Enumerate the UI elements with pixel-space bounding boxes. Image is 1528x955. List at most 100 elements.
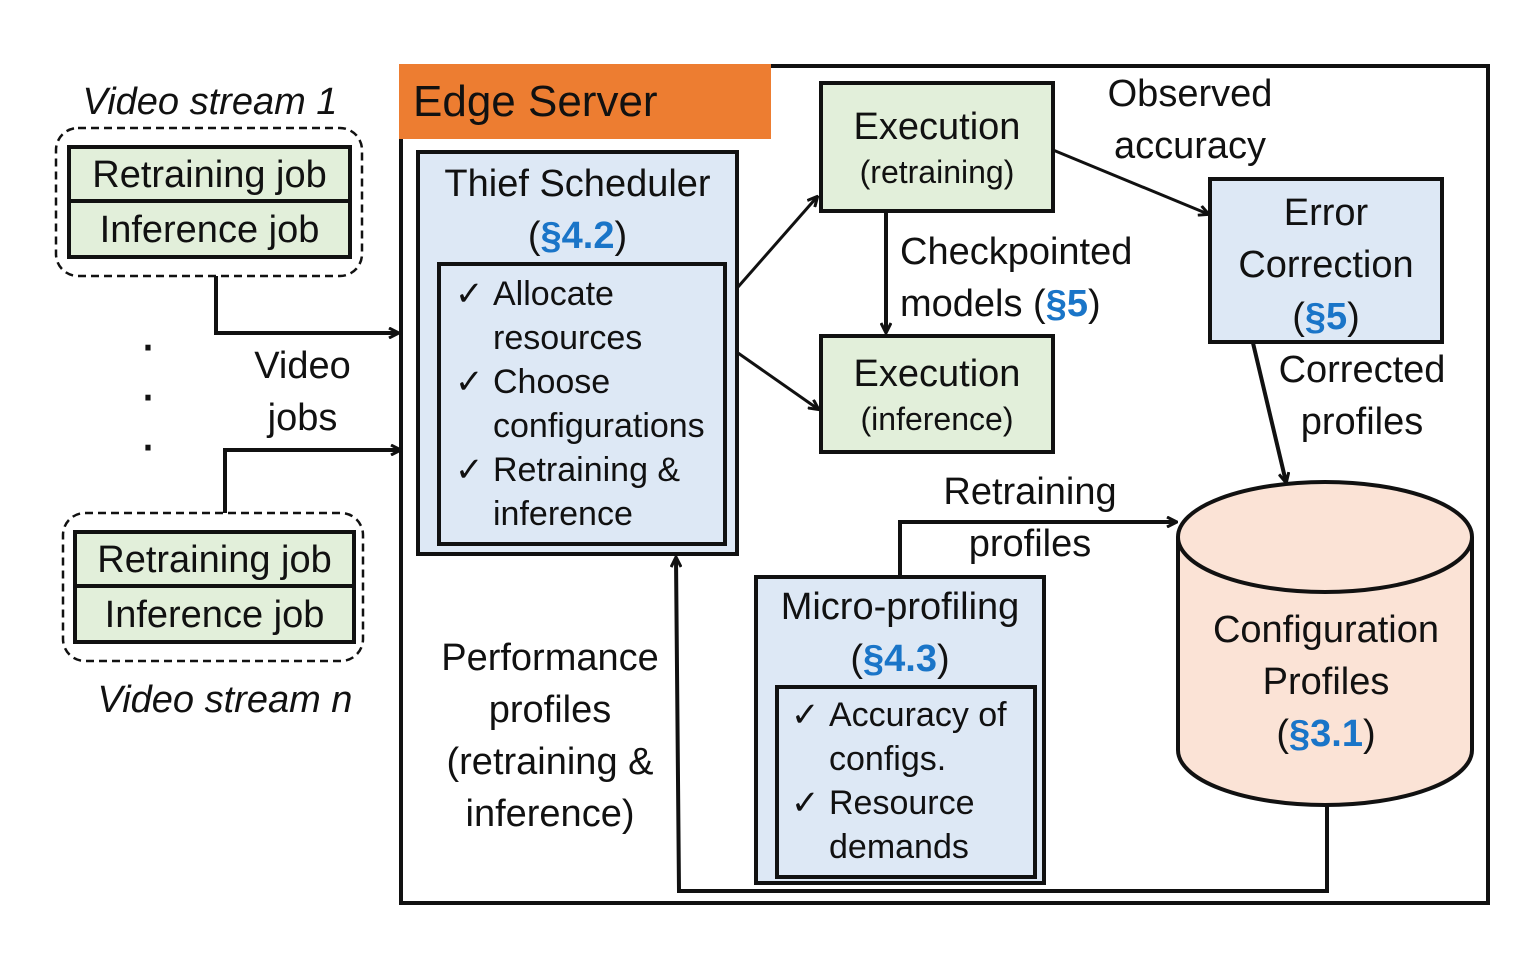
scheduler-item: ✓Allocate resources: [455, 272, 723, 360]
paren: (: [1276, 713, 1290, 755]
observed-line: Observed: [1107, 73, 1273, 115]
error-correction-line: Error: [1283, 192, 1369, 234]
perf-line: Performance: [441, 637, 659, 679]
scheduler-title: Thief Scheduler: [444, 163, 711, 205]
arrow-stream1-to-scheduler: [214, 276, 398, 333]
edge-server-title-text: Edge Server: [413, 77, 658, 126]
paren: (: [850, 638, 864, 680]
item-line: resources: [493, 319, 643, 357]
arrow-streamn-to-scheduler: [223, 450, 400, 513]
item-line: Choose: [493, 363, 611, 401]
checkpoint-line: Checkpointed: [900, 231, 1133, 273]
config-profiles-section: (§3.1): [1178, 708, 1474, 760]
exec-inference-box: Execution (inference): [819, 334, 1055, 454]
stream-n-container: [61, 511, 365, 663]
arrow-observed-accuracy: [1052, 148, 1208, 214]
item-line: Retraining &: [493, 451, 681, 489]
micro-profiling-section: (§4.3): [758, 633, 1042, 685]
item-line: inference: [493, 495, 633, 533]
item-line: Allocate: [493, 275, 614, 313]
arrow-performance-profiles: [676, 558, 1329, 893]
stream-1-inference-job: Inference job: [67, 199, 352, 259]
scheduler-item: ✓Choose configurations: [455, 360, 723, 448]
item-line: Resource: [829, 784, 975, 822]
check-icon: ✓: [455, 363, 484, 401]
corrected-line: Corrected: [1278, 349, 1446, 391]
performance-profiles-label: Performance profiles (retraining & infer…: [425, 632, 675, 840]
micro-item: ✓Resource demands: [791, 781, 1033, 869]
perf-line: profiles: [488, 689, 612, 731]
checkpoint-text: models (: [900, 283, 1046, 325]
video-jobs-label: Video jobs: [230, 340, 375, 444]
ellipsis-dot: ·: [139, 314, 157, 374]
config-profiles-section-link[interactable]: §3.1: [1289, 713, 1363, 755]
perf-line: inference): [465, 793, 635, 835]
paren: ): [936, 638, 950, 680]
scheduler-section-link[interactable]: §4.2: [540, 215, 615, 257]
edge-server-title: Edge Server: [399, 64, 771, 139]
perf-line: (retraining &: [446, 741, 654, 783]
observed-line: accuracy: [1113, 125, 1267, 167]
paren: ): [1362, 713, 1376, 755]
paren: ): [1347, 296, 1360, 338]
edge-server-boundary: [399, 64, 1490, 905]
config-profiles-line: Configuration: [1212, 609, 1440, 651]
item-line: configurations: [493, 407, 705, 445]
stream-n-inference-job: Inference job: [73, 584, 356, 644]
exec-inference-title: Execution: [853, 353, 1021, 395]
config-profiles-cylinder: [1176, 480, 1474, 807]
error-correction-box: Error Correction (§5): [1208, 177, 1444, 344]
retraining-profiles-label: Retraining profiles: [930, 466, 1130, 570]
error-correction-section: (§5): [1212, 291, 1440, 343]
exec-retraining-sub: (retraining): [859, 154, 1015, 190]
observed-accuracy-label: Observed accuracy: [1090, 68, 1290, 172]
stream-n-retraining-job: Retraining job: [73, 530, 356, 588]
paren: ): [614, 215, 628, 257]
paren: (: [1292, 296, 1305, 338]
arrow-corrected-profiles: [1251, 342, 1286, 482]
error-correction-section-link[interactable]: §5: [1304, 296, 1348, 338]
checkpoint-section-link[interactable]: §5: [1045, 283, 1088, 325]
check-icon: ✓: [791, 696, 820, 734]
config-profiles-label: Configuration Profiles (§3.1): [1178, 604, 1474, 760]
scheduler-item: ✓Retraining & inference: [455, 448, 723, 536]
stream-n-label: Video stream n: [97, 679, 353, 721]
corrected-profiles-label: Corrected profiles: [1262, 344, 1462, 448]
ellipsis-dot: ·: [139, 414, 157, 474]
paren: (: [527, 215, 541, 257]
stream-1-retraining-job: Retraining job: [67, 145, 352, 203]
corrected-line: profiles: [1300, 401, 1424, 443]
video-jobs-line: Video: [254, 345, 351, 387]
arrow-scheduler-to-exec-inference: [737, 351, 818, 409]
video-jobs-line: jobs: [267, 397, 338, 439]
ellipsis-dot: ·: [139, 364, 157, 424]
stream-1-container: [54, 126, 364, 278]
item-line: Accuracy of: [829, 696, 1007, 734]
check-icon: ✓: [455, 451, 484, 489]
micro-profiling-title: Micro-profiling: [780, 586, 1020, 628]
checkpoint-label: Checkpointed models (§5): [900, 226, 1132, 330]
check-icon: ✓: [791, 784, 820, 822]
config-profiles-line: Profiles: [1262, 661, 1390, 703]
stream-1-label: Video stream 1: [82, 81, 338, 123]
check-icon: ✓: [455, 275, 484, 313]
item-line: configs.: [829, 740, 947, 778]
retraining-profiles-line: Retraining: [943, 471, 1117, 513]
scheduler-section: (§4.2): [420, 210, 735, 262]
arrow-scheduler-to-exec-retraining: [736, 197, 817, 288]
item-line: demands: [829, 828, 969, 866]
exec-retraining-title: Execution: [853, 106, 1021, 148]
retraining-profiles-line: profiles: [968, 523, 1092, 565]
exec-inference-sub: (inference): [860, 401, 1014, 437]
micro-profiling-section-link[interactable]: §4.3: [863, 638, 937, 680]
paren: ): [1088, 283, 1101, 325]
checkpoint-line: models (§5): [900, 278, 1132, 330]
error-correction-line: Correction: [1238, 244, 1414, 286]
micro-item: ✓Accuracy of configs.: [791, 693, 1033, 781]
arrow-retraining-profiles: [898, 522, 1176, 575]
